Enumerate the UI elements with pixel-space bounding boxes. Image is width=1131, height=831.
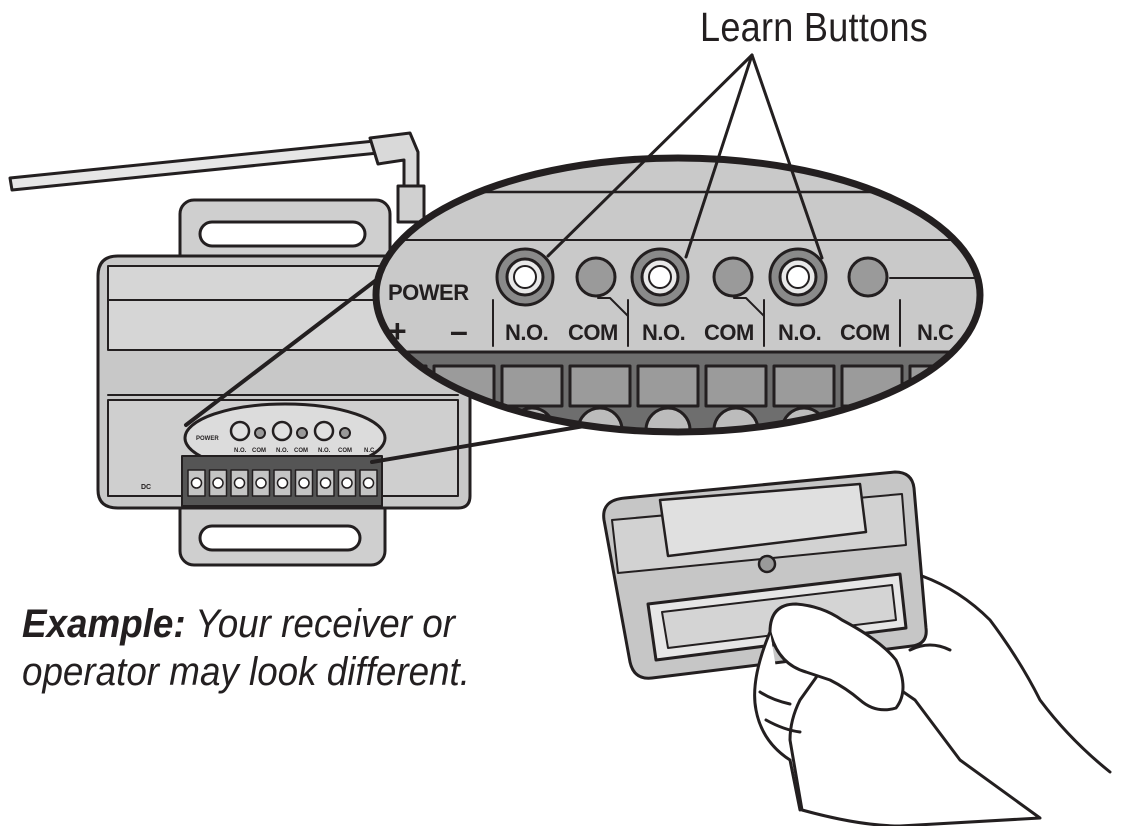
example-caption: Example: Your receiver or operator may l… xyxy=(22,600,500,696)
hand xyxy=(753,574,1112,828)
zoom-terminal-label: COM xyxy=(704,320,754,345)
receiver-terminal-screw xyxy=(255,477,267,489)
receiver-terminal-screw xyxy=(341,477,353,489)
receiver-terminal-label: N.O. xyxy=(234,448,247,454)
caption-bold: Example: xyxy=(22,602,186,646)
caption-text: Your receiver or operator may look diffe… xyxy=(22,602,470,694)
learn-buttons-callout: Learn Buttons xyxy=(700,4,929,50)
learn-button-3[interactable] xyxy=(768,247,828,307)
zoom-terminal-label: N.C xyxy=(917,320,954,345)
learn-buttons-leaders xyxy=(546,53,824,260)
receiver-terminal-screw xyxy=(276,477,289,489)
zoom-terminal-label: COM xyxy=(840,320,890,345)
indicator-led-3 xyxy=(847,256,889,298)
zoom-labels: POWER + – N.O. COM N.O. COM N.O. COM N.C xyxy=(388,280,955,349)
receiver-terminal-screw xyxy=(212,477,224,489)
receiver-terminal-screw xyxy=(319,477,332,489)
zoom-terminal-slot xyxy=(568,364,632,408)
indicator-led-2 xyxy=(712,256,754,298)
zoom-terminal-label: COM xyxy=(568,320,618,345)
receiver-terminal-label: N.O. xyxy=(318,448,331,454)
receiver-terminal-label: COM xyxy=(294,448,308,454)
zoom-terminal-screw xyxy=(916,406,964,432)
learn-button-2[interactable] xyxy=(630,247,690,307)
receiver-terminal-label: N.C xyxy=(364,448,375,454)
antenna xyxy=(8,131,426,224)
receiver-terminal-screw xyxy=(298,477,310,489)
indicator-led-1 xyxy=(575,256,617,298)
receiver-terminal-label: COM xyxy=(338,448,352,454)
zoom-terminal-slot xyxy=(704,364,768,408)
receiver-dc-label: DC xyxy=(141,484,151,491)
receiver-learn-button-2[interactable] xyxy=(271,420,293,442)
zoom-minus-label: – xyxy=(450,313,468,349)
receiver-terminal-label: COM xyxy=(252,448,266,454)
zoom-terminal-slot xyxy=(772,364,836,408)
learn-button-1[interactable] xyxy=(495,247,555,307)
zoom-terminal-slot xyxy=(636,364,700,408)
zoom-terminal-label: N.O. xyxy=(778,320,821,345)
receiver-learn-button-1[interactable] xyxy=(229,420,251,442)
zoom-terminal-slot xyxy=(500,364,564,408)
zoom-terminal-label: N.O. xyxy=(505,320,548,345)
receiver-learn-button-3[interactable] xyxy=(313,420,335,442)
zoom-terminal-screw xyxy=(848,406,896,432)
zoom-plus-label: + xyxy=(388,313,407,349)
receiver-terminal-screw xyxy=(233,477,246,489)
zoom-terminal-slot xyxy=(908,364,972,408)
receiver-terminal-screw xyxy=(362,477,375,489)
receiver-panel xyxy=(181,402,387,507)
zoom-terminal-label: N.O. xyxy=(642,320,685,345)
receiver-power-label: POWER xyxy=(196,436,219,442)
receiver-labels: POWER N.O. COM N.O. COM N.O. COM N.C DC xyxy=(141,436,375,491)
receiver-terminal-label: N.O. xyxy=(276,448,289,454)
receiver-terminal-screw xyxy=(190,477,203,489)
zoom-power-label: POWER xyxy=(388,280,469,305)
